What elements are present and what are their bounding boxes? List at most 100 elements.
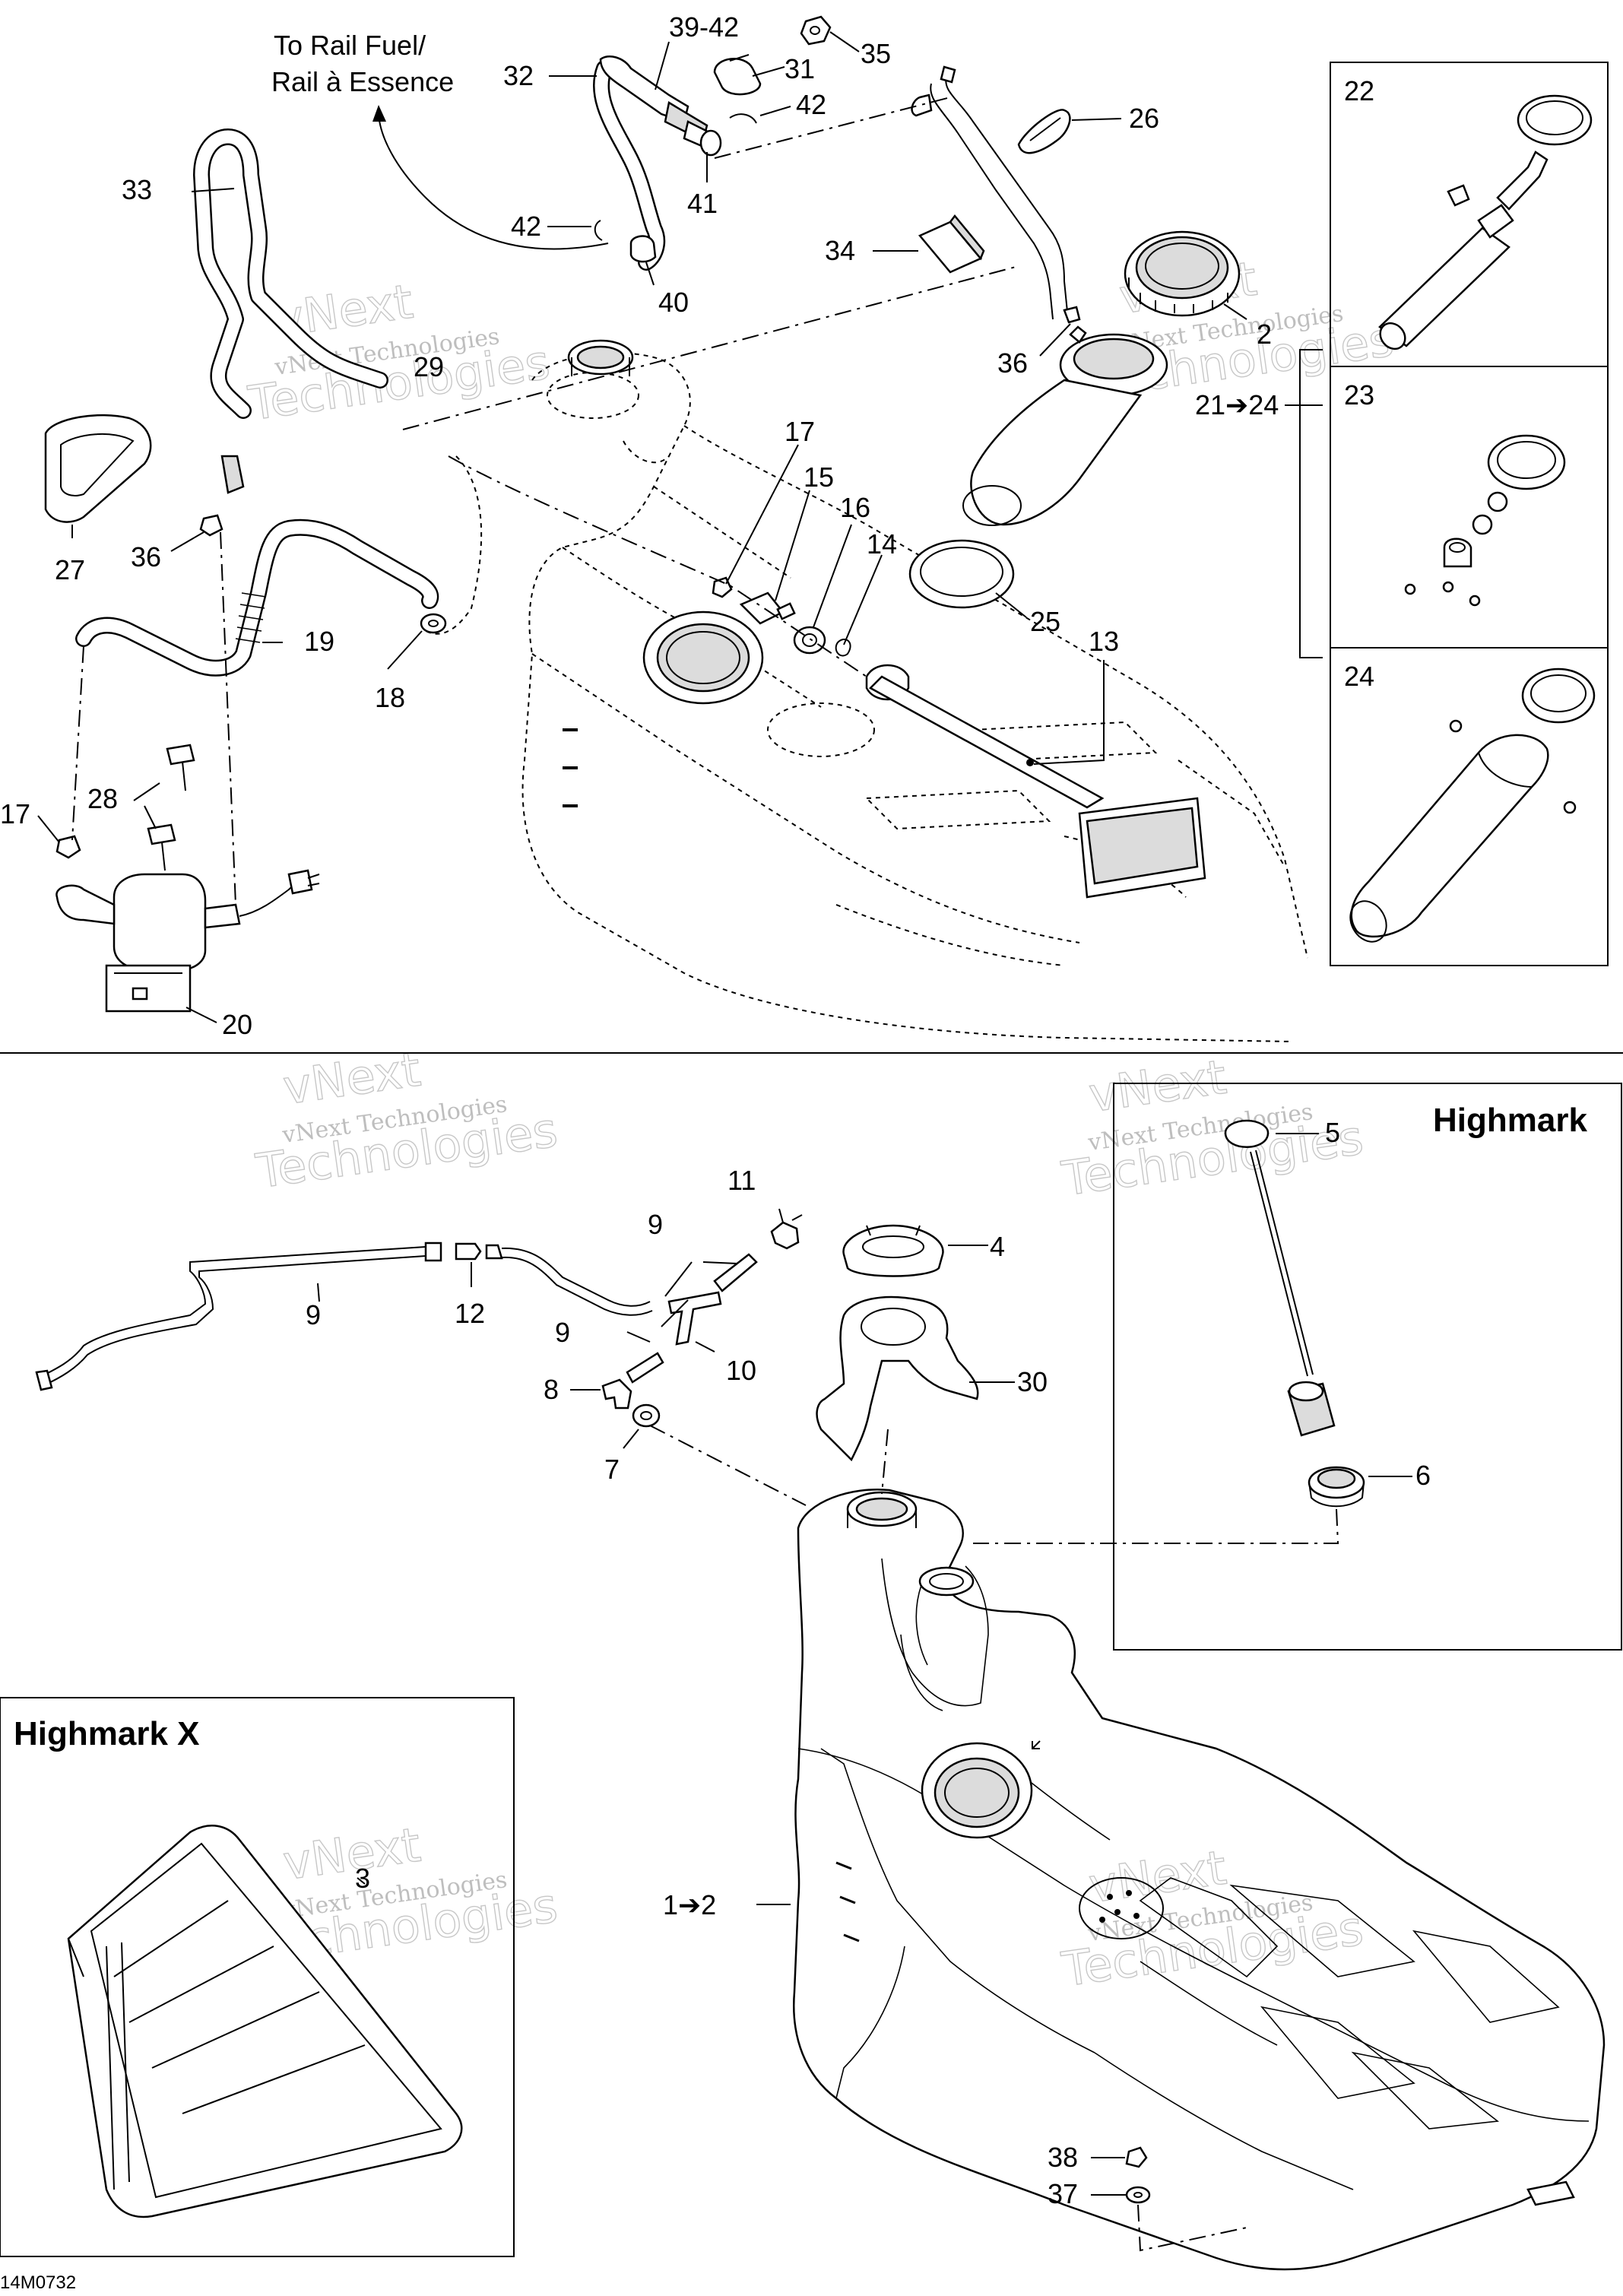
callout-3: 3	[355, 1863, 370, 1894]
clamp-31	[713, 54, 762, 96]
callout-6: 6	[1415, 1460, 1431, 1491]
callout-39-42: 39-42	[669, 11, 739, 43]
callout-28: 28	[87, 783, 118, 814]
callout-14: 14	[867, 528, 897, 560]
sender-13	[865, 664, 1206, 899]
callout-13: 13	[1089, 626, 1119, 657]
vent-hose-9	[35, 1242, 653, 1391]
callout-7: 7	[604, 1454, 620, 1485]
callout-37: 37	[1048, 2178, 1078, 2209]
callout-31: 31	[785, 53, 815, 84]
grommet-7	[632, 1403, 661, 1428]
nipple-15	[739, 591, 796, 625]
watermark: vNext vNext Technologies Technologies	[1057, 1839, 1367, 1998]
highmark-x-box: Highmark X 3	[0, 1697, 515, 2257]
svg-text:23: 23	[1344, 379, 1374, 411]
clip-42a	[594, 220, 603, 241]
callout-4: 4	[990, 1231, 1005, 1262]
svg-text:vNext: vNext	[1086, 1840, 1230, 1914]
callout-41: 41	[687, 188, 718, 219]
callout-9-left: 9	[306, 1299, 321, 1330]
svg-text:vNext: vNext	[1086, 1049, 1230, 1123]
cap-4	[842, 1224, 944, 1277]
valve-11	[770, 1214, 803, 1250]
bottom-callouts: 11 9 4 9 12 9 10 8 30 7 1➔2 38 37	[306, 1165, 1078, 2209]
fitting-36-right	[1063, 306, 1081, 324]
callout-35: 35	[861, 38, 891, 69]
fitting-36-left	[199, 514, 223, 537]
callout-26: 26	[1129, 103, 1159, 134]
clamp-40	[629, 235, 657, 263]
callout-20: 20	[222, 1009, 252, 1040]
callout-15: 15	[804, 461, 834, 493]
callout-1-2: 1➔2	[663, 1889, 716, 1920]
callout-9-middle: 9	[555, 1317, 570, 1348]
bolt-28b	[147, 823, 176, 871]
highmark-label: Highmark	[1433, 1102, 1587, 1139]
callout-32: 32	[503, 60, 534, 91]
watermark: vNext vNext Technologies Technologies	[252, 1041, 561, 1200]
rail-note-line1: To Rail Fuel/	[274, 30, 426, 61]
callout-25: 25	[1030, 606, 1060, 637]
seal-25	[908, 539, 1015, 609]
watermark: vNext vNext Technologies Technologies	[244, 273, 553, 432]
highmark-box: Highmark 5 6	[973, 1083, 1622, 1651]
nut-38	[1125, 2146, 1148, 2168]
fitting-17-top	[712, 576, 733, 598]
lock-ring-2	[1124, 230, 1241, 317]
callout-33: 33	[122, 174, 152, 205]
callout-21-24: 21➔24	[1195, 389, 1279, 420]
fuel-pump-20	[55, 869, 320, 1013]
svg-text:vNext: vNext	[280, 1817, 424, 1891]
svg-text:24: 24	[1344, 661, 1374, 692]
callout-16: 16	[840, 492, 870, 523]
nut-35	[800, 15, 832, 46]
tee-10	[667, 1291, 722, 1346]
callout-12: 12	[455, 1298, 485, 1329]
fuel-pump-module	[962, 325, 1168, 526]
filler-neck-top	[567, 339, 634, 376]
bottom-leaders	[317, 1208, 1247, 2252]
hose-33	[193, 128, 388, 494]
fitting-18	[420, 613, 447, 634]
connector-41	[683, 120, 722, 157]
callout-17-left: 17	[0, 798, 30, 829]
callout-17-top: 17	[785, 416, 815, 447]
bracket-30	[816, 1295, 979, 1462]
top-callouts: To Rail Fuel/ Rail à Essence 39-42 35 32…	[0, 11, 1279, 1040]
callout-40: 40	[658, 287, 689, 318]
callout-9-upper: 9	[648, 1209, 663, 1240]
watermark: vNext vNext Technologies Technologies	[1057, 1048, 1367, 1207]
pump-hoses	[911, 65, 1069, 320]
sleeve-34	[918, 214, 985, 274]
detail-box-22: 22	[1330, 62, 1609, 367]
callout-42-left: 42	[511, 211, 541, 242]
retainer-26	[1017, 109, 1071, 154]
callout-10: 10	[726, 1355, 756, 1386]
callout-42-right: 42	[796, 89, 826, 120]
washer-37	[1125, 2186, 1151, 2204]
clip-42b	[729, 113, 757, 124]
callout-19: 19	[304, 626, 334, 657]
callout-38: 38	[1048, 2142, 1078, 2173]
clamp-14	[835, 639, 851, 657]
callout-29: 29	[414, 351, 444, 382]
rail-note-line2: Rail à Essence	[271, 66, 454, 97]
callout-30: 30	[1017, 1366, 1048, 1397]
callout-5: 5	[1325, 1117, 1340, 1148]
detail-box-23: 23	[1330, 366, 1609, 649]
top-leaders	[37, 31, 1323, 1023]
callout-36-left: 36	[131, 541, 161, 572]
nut-17-left	[55, 835, 81, 859]
callout-18: 18	[375, 682, 405, 713]
callout-2: 2	[1257, 319, 1272, 350]
callout-27: 27	[55, 554, 85, 585]
callout-8: 8	[544, 1374, 559, 1405]
bolt-28a	[166, 744, 195, 791]
detail-box-24: 24	[1330, 647, 1609, 966]
hose-32	[593, 55, 708, 271]
pump-opening-ring	[642, 610, 764, 705]
reference-code: 14M0732	[0, 2272, 76, 2293]
fuel-tank-outline-top	[425, 352, 1308, 1042]
